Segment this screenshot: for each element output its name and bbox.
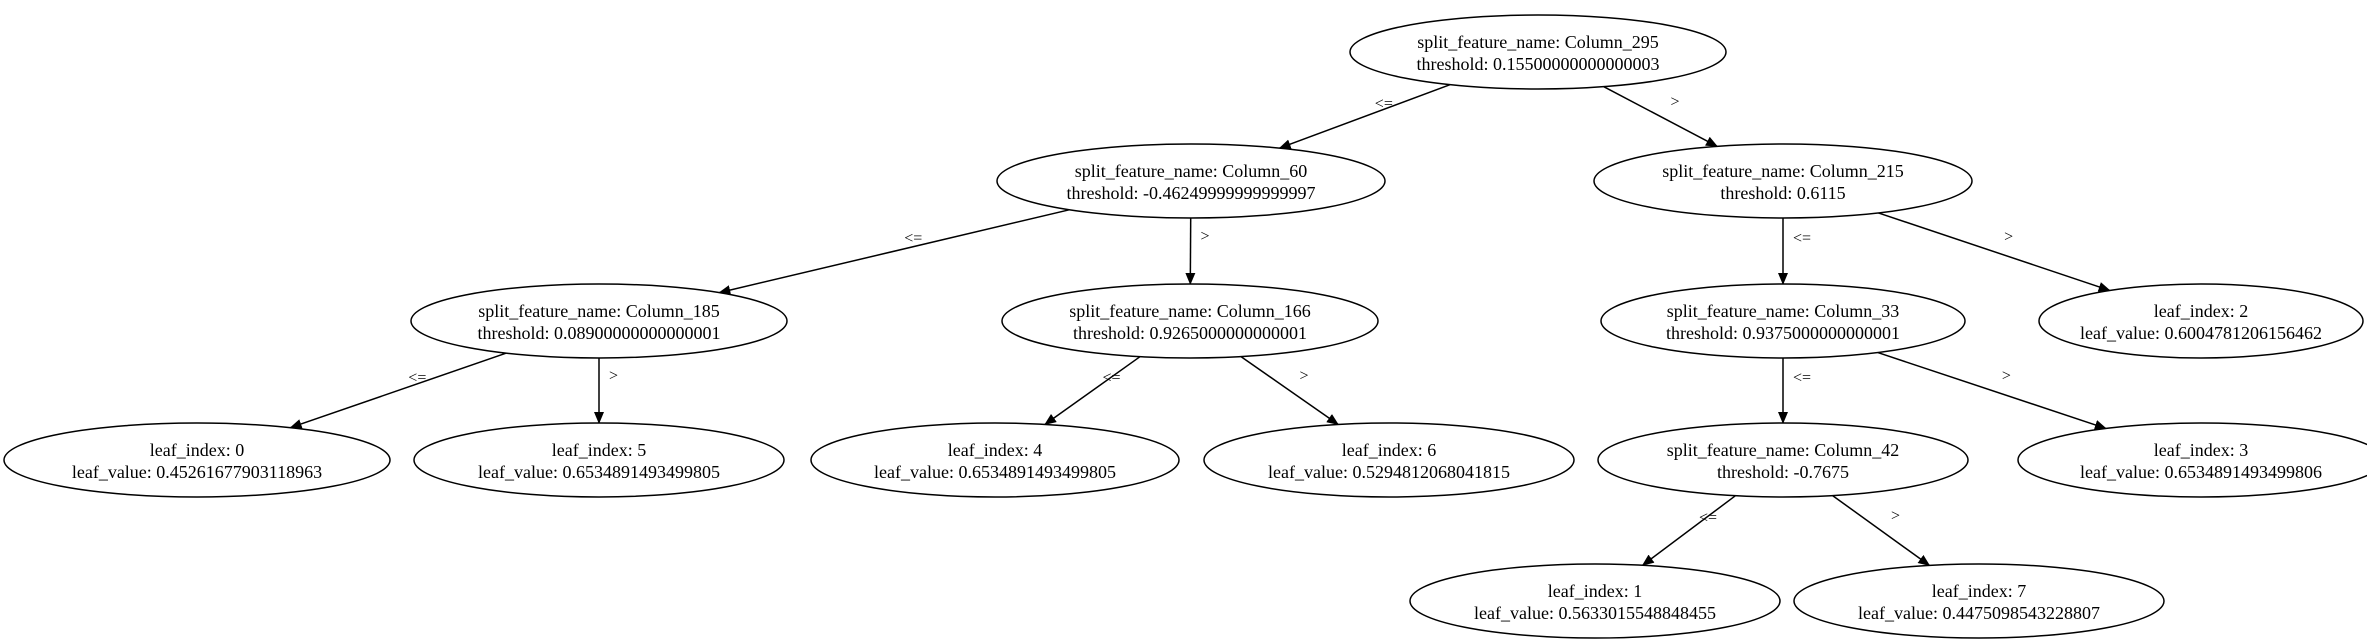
node-line-1: split_feature_name: Column_42 [1667, 440, 1899, 460]
node-ellipse [2038, 283, 2364, 359]
edge-label: <= [1793, 230, 1811, 247]
node-line-1: leaf_index: 1 [1548, 581, 1642, 601]
edge-n166-l4 [1044, 356, 1141, 426]
node-line-2: leaf_value: 0.6004781206156462 [2080, 323, 2322, 343]
node-line-2: leaf_value: 0.6534891493499805 [478, 462, 720, 482]
edge-n166-l6 [1240, 355, 1339, 426]
node-ellipse [1349, 14, 1727, 90]
node-line-2: leaf_value: 0.4475098543228807 [1858, 603, 2100, 623]
edge-n185-l0 [289, 352, 507, 429]
node-line-1: leaf_index: 2 [2154, 301, 2248, 321]
node-ellipse [1203, 422, 1575, 498]
node-ellipse [996, 143, 1386, 219]
node-line-2: leaf_value: 0.5633015548848455 [1474, 603, 1716, 623]
edge-n60-n185 [718, 209, 1070, 295]
node-ellipse [410, 283, 788, 359]
split-node: split_feature_name: Column_185threshold:… [410, 283, 788, 359]
edge-label: > [1201, 228, 1210, 245]
nodes: split_feature_name: Column_295threshold:… [3, 14, 2367, 639]
edge-label: <= [1103, 370, 1121, 387]
node-line-1: leaf_index: 6 [1342, 440, 1436, 460]
node-line-1: split_feature_name: Column_185 [478, 301, 719, 321]
node-line-2: leaf_value: 0.5294812068041815 [1268, 462, 1510, 482]
node-ellipse [810, 422, 1180, 498]
split-node: split_feature_name: Column_33threshold: … [1600, 283, 1966, 359]
node-line-2: threshold: 0.9375000000000001 [1666, 323, 1900, 343]
split-node: split_feature_name: Column_215threshold:… [1593, 143, 1973, 219]
node-ellipse [1600, 283, 1966, 359]
edge-label: > [1300, 368, 1309, 385]
edge-label: <= [1375, 95, 1393, 112]
node-line-2: leaf_value: 0.6534891493499806 [2080, 462, 2322, 482]
edge-n295-n215 [1603, 86, 1718, 147]
edge-label: > [1671, 94, 1680, 111]
node-line-1: leaf_index: 7 [1932, 581, 2026, 601]
node-line-2: leaf_value: 0.6534891493499805 [874, 462, 1116, 482]
node-ellipse [413, 422, 785, 498]
node-line-1: split_feature_name: Column_60 [1075, 161, 1307, 181]
node-ellipse [3, 422, 391, 498]
node-ellipse [1593, 143, 1973, 219]
node-ellipse [1001, 283, 1379, 359]
node-line-1: split_feature_name: Column_295 [1417, 32, 1658, 52]
node-line-1: split_feature_name: Column_166 [1069, 301, 1310, 321]
edge-n42-l7 [1832, 494, 1931, 567]
node-line-1: leaf_index: 5 [552, 440, 646, 460]
edge-label: > [2002, 368, 2011, 385]
node-line-1: leaf_index: 3 [2154, 440, 2248, 460]
node-line-2: threshold: 0.15500000000000003 [1417, 54, 1660, 74]
node-line-2: threshold: 0.08900000000000001 [478, 323, 721, 343]
edge-label: > [2004, 229, 2013, 246]
edge-label: > [1891, 508, 1900, 525]
split-node: split_feature_name: Column_166threshold:… [1001, 283, 1379, 359]
node-ellipse [1793, 563, 2165, 639]
node-line-1: split_feature_name: Column_215 [1662, 161, 1903, 181]
node-line-2: threshold: -0.46249999999999997 [1067, 183, 1316, 203]
edge-label: <= [1699, 510, 1717, 527]
edge-label: <= [904, 230, 922, 247]
edge-n295-n60 [1278, 83, 1451, 149]
split-node: split_feature_name: Column_295threshold:… [1349, 14, 1727, 90]
node-line-2: leaf_value: 0.45261677903118963 [72, 462, 322, 482]
edge-n215-l2 [1878, 212, 2111, 292]
node-line-2: threshold: 0.9265000000000001 [1073, 323, 1307, 343]
split-node: split_feature_name: Column_42threshold: … [1597, 422, 1969, 498]
node-ellipse [1597, 422, 1969, 498]
node-line-1: split_feature_name: Column_33 [1667, 301, 1899, 321]
edge-n33-l3 [1877, 351, 2107, 430]
node-line-1: leaf_index: 4 [948, 440, 1042, 460]
node-line-2: threshold: 0.6115 [1720, 183, 1845, 203]
edge-n42-l1 [1641, 495, 1736, 566]
node-ellipse [2017, 422, 2367, 498]
split-node: split_feature_name: Column_60threshold: … [996, 143, 1386, 219]
edge-label: <= [408, 369, 426, 386]
edge-label: > [609, 368, 618, 385]
node-line-2: threshold: -0.7675 [1717, 462, 1849, 482]
edges: <= > <= > <= > <= > <= > <= > <= > [289, 83, 2111, 567]
node-ellipse [1409, 563, 1781, 639]
edge-label: <= [1793, 370, 1811, 387]
node-line-1: leaf_index: 0 [150, 440, 244, 460]
